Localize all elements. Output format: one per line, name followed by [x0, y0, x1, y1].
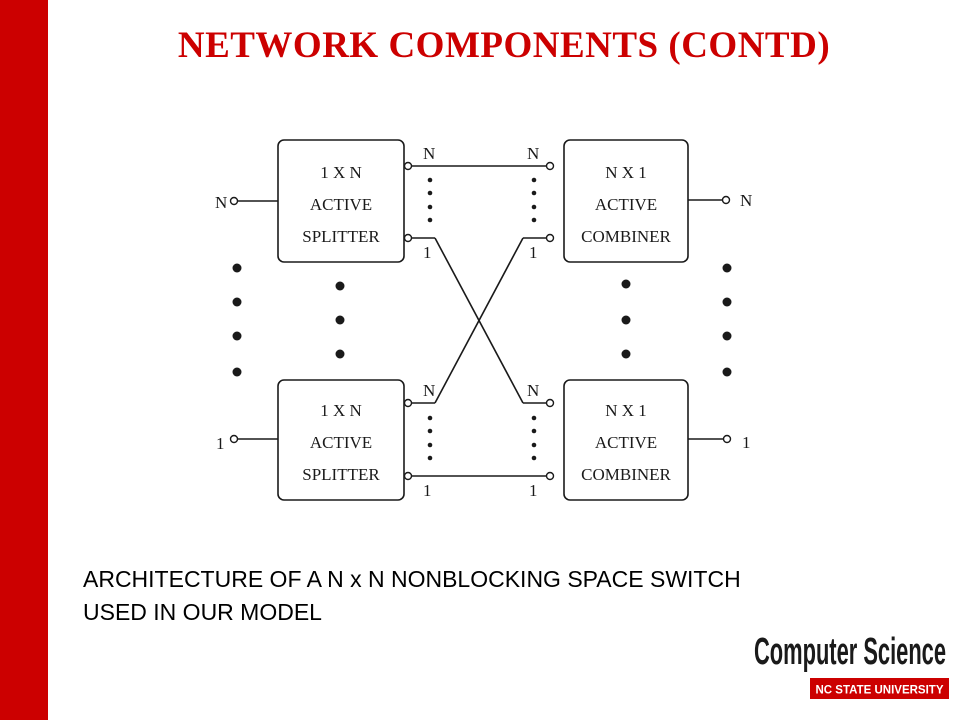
- combiner-top-line1: N X 1: [605, 163, 647, 182]
- combiner-top-line3: COMBINER: [581, 227, 671, 246]
- output-label-bottom: 1: [742, 433, 751, 452]
- diagram-caption: ARCHITECTURE OF A N x N NONBLOCKING SPAC…: [83, 563, 863, 629]
- combiner-top-in-top-label: N: [527, 144, 539, 163]
- splitter-top-out-bottom-label: 1: [423, 243, 432, 262]
- combiner-top-box: [563, 139, 689, 263]
- slide-title: NETWORK COMPONENTS (CONTD): [177, 25, 831, 66]
- input-label-top: N: [215, 193, 227, 212]
- red-side-bar: [0, 0, 48, 720]
- splitter-top-line1: 1 X N: [320, 163, 362, 182]
- splitter-bottom-out-bottom-label: 1: [423, 481, 432, 500]
- splitter-bottom-line3: SPLITTER: [302, 465, 380, 484]
- combiner-bottom-in-top-label: N: [527, 381, 539, 400]
- logo-subtitle: NC STATE UNIVERSITY: [816, 683, 944, 697]
- splitter-top-out-top-label: N: [423, 144, 435, 163]
- space-switch-diagram: 1 X N ACTIVE SPLITTER 1 X N ACTIVE SPLIT…: [215, 139, 752, 501]
- logo-title: Computer Science: [754, 631, 946, 673]
- splitter-bottom-line2: ACTIVE: [310, 433, 372, 452]
- splitter-bottom-box: [277, 379, 405, 501]
- splitter-bottom-out-top-label: N: [423, 381, 435, 400]
- splitter-top-line3: SPLITTER: [302, 227, 380, 246]
- link-bottom-to-top: [434, 237, 524, 404]
- splitter-bottom-line1: 1 X N: [320, 401, 362, 420]
- logo-subtitle-bar: [810, 678, 949, 699]
- combiner-bottom-line3: COMBINER: [581, 465, 671, 484]
- combiner-bottom-in-bottom-label: 1: [529, 481, 538, 500]
- combiner-top-in-bottom-label: 1: [529, 243, 538, 262]
- input-label-bottom: 1: [216, 434, 225, 453]
- combiner-bottom-line2: ACTIVE: [595, 433, 657, 452]
- combiner-top-line2: ACTIVE: [595, 195, 657, 214]
- caption-line-2: USED IN OUR MODEL: [83, 599, 322, 625]
- caption-line-1: ARCHITECTURE OF A N x N NONBLOCKING SPAC…: [83, 566, 741, 592]
- splitter-top-line2: ACTIVE: [310, 195, 372, 214]
- ncsu-computer-science-logo: Computer Science NC STATE UNIVERSITY: [754, 631, 949, 699]
- combiner-bottom-box: [563, 379, 689, 501]
- combiner-bottom-line1: N X 1: [605, 401, 647, 420]
- output-label-top: N: [740, 191, 752, 210]
